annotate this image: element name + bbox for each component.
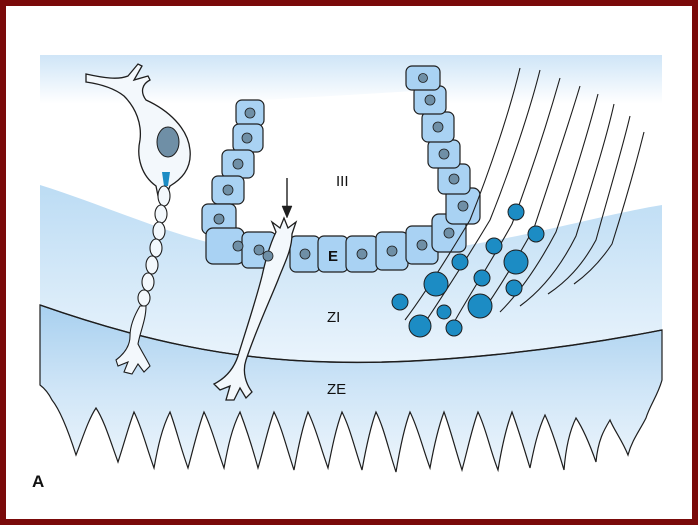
panel-label: A — [32, 472, 44, 491]
internal-zone-label: ZI — [327, 309, 340, 326]
down-arrow-icon — [281, 178, 293, 219]
ependymal-nuclei — [213, 73, 469, 260]
neuron-axon-hillock — [162, 172, 170, 186]
neuron-axon — [115, 185, 171, 375]
secretory-granules — [391, 203, 545, 338]
third-ventricle-lumen — [262, 90, 432, 238]
internal-zone-region — [40, 185, 662, 363]
ependyma-label: E — [328, 248, 338, 265]
tanycyte-nucleus — [262, 250, 274, 262]
external-zone-label: ZE — [327, 381, 346, 398]
tanycyte-cell — [212, 216, 298, 401]
neuron-cell-body — [85, 63, 191, 197]
ventricle-label: III — [336, 173, 349, 190]
neuron-nucleus — [156, 126, 180, 158]
external-zone-region — [39, 304, 663, 473]
